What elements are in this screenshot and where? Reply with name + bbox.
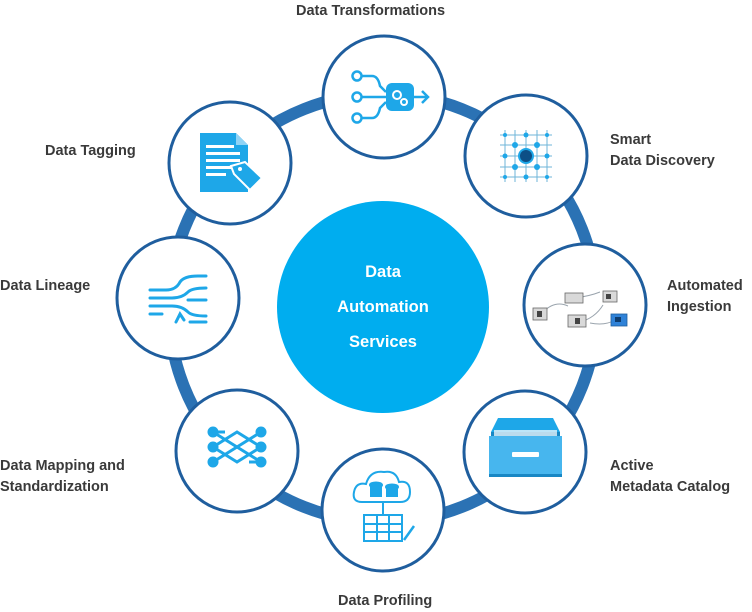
label-profiling: Data Profiling [338,593,433,609]
document-tag-icon [200,133,264,192]
label-ingestion: Automated Ingestion [667,278,743,315]
hub-line-2: Automation [337,298,429,316]
hub-circle [277,201,489,413]
workflow-icon [532,290,628,328]
network-node-icon [500,130,552,182]
label-lineage: Data Lineage [0,278,91,294]
cloud-database-icon [352,470,416,542]
label-transformations: Data Transformations [296,3,446,19]
label-catalog: Active Metadata Catalog [610,458,731,495]
lineage-branch-icon [148,274,208,324]
file-drawer-icon [489,418,562,477]
label-discovery: Smart Data Discovery [610,132,715,169]
label-tagging: Data Tagging [45,143,136,159]
label-mapping: Data Mapping and Standardization [0,458,125,495]
node-mapping [174,388,300,514]
mapping-network-icon [207,426,267,468]
hub-title: Data Automation Services [283,255,483,360]
hub-line-3: Services [349,333,417,351]
data-flow-gear-icon [351,70,430,124]
hub-line-1: Data [365,263,401,281]
node-ingestion [522,242,648,368]
